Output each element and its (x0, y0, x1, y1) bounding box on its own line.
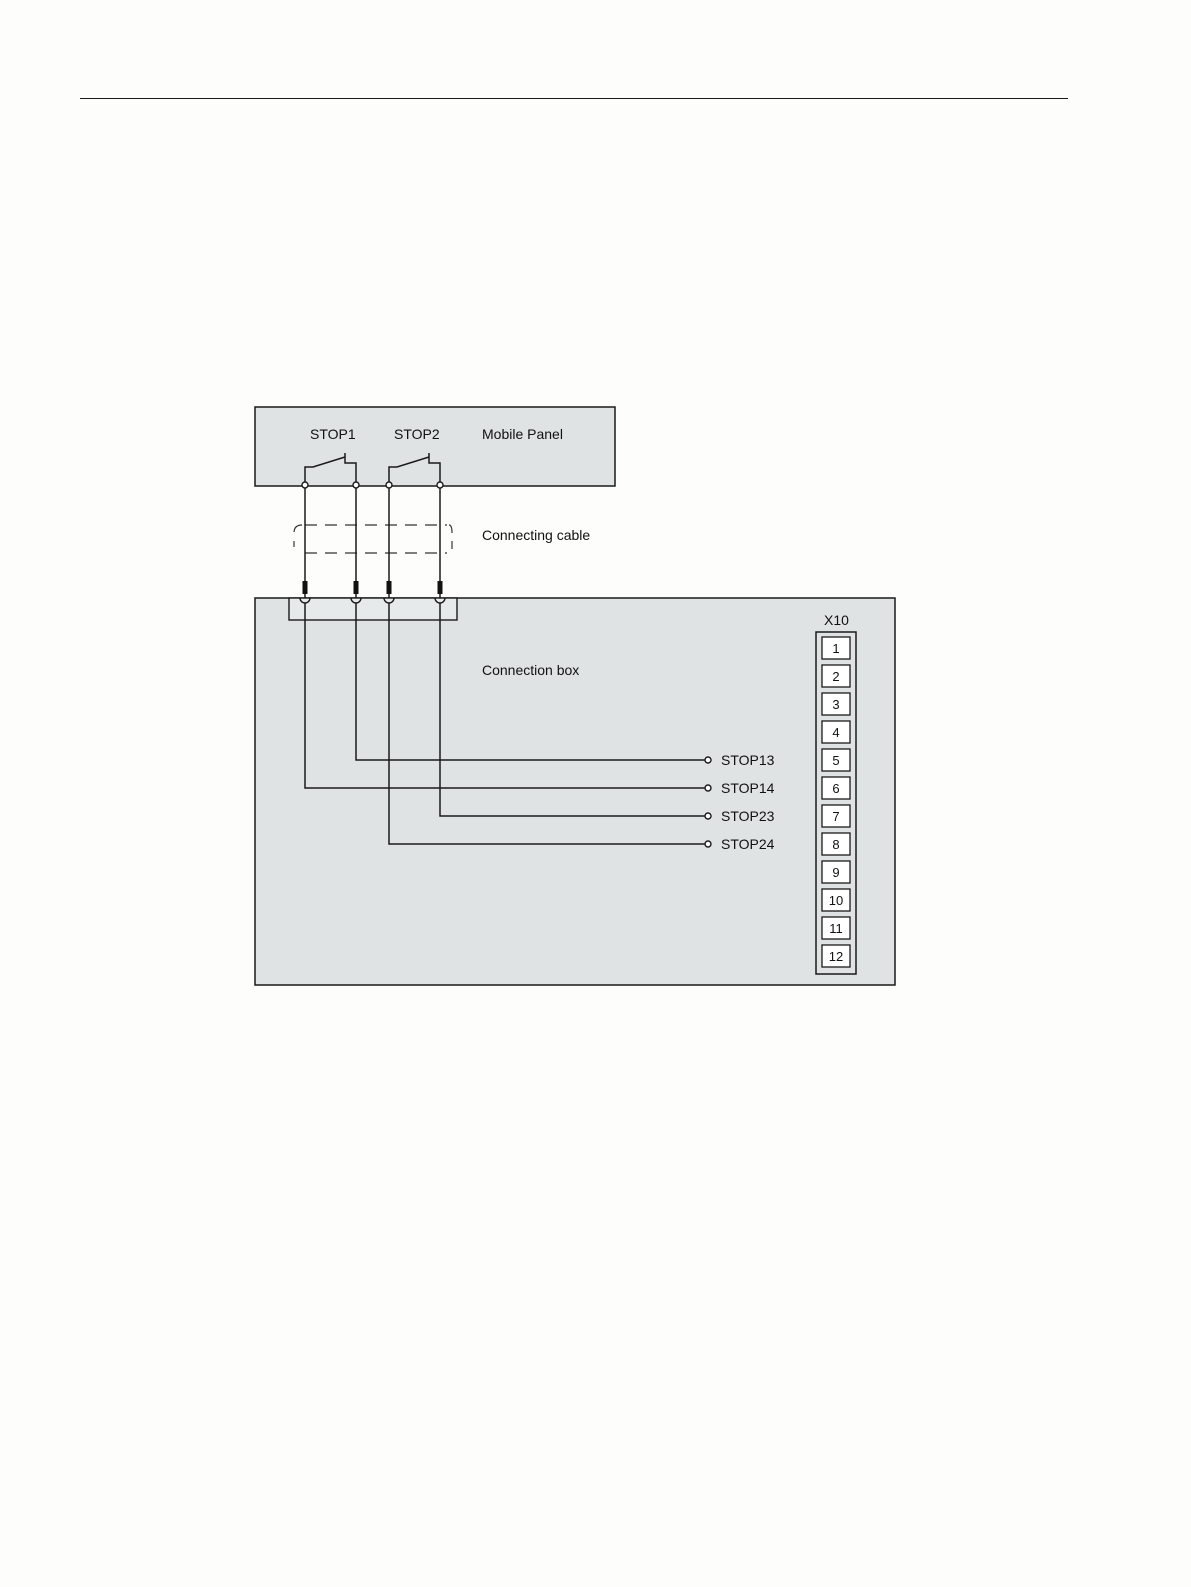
input-terminal-strip (289, 598, 457, 620)
terminal-4-label: 4 (832, 725, 839, 740)
terminal-1-label: 1 (832, 641, 839, 656)
terminal-12-label: 12 (829, 949, 843, 964)
terminal-3-label: 3 (832, 697, 839, 712)
connection-box-body (255, 598, 895, 985)
terminal-block-label: X10 (824, 612, 849, 628)
terminal-5-label: 5 (832, 753, 839, 768)
switch-label-stop2: STOP2 (394, 426, 440, 442)
terminal-11-label: 11 (829, 921, 843, 936)
mobile-panel-label: Mobile Panel (482, 426, 563, 442)
signal-label-stop13: STOP13 (721, 752, 775, 768)
mobile-panel: STOP1 STOP2 Mobile Panel (255, 407, 615, 486)
terminal-10-label: 10 (829, 893, 843, 908)
cable-wires (305, 485, 440, 598)
cable-shield-outline (294, 525, 452, 553)
terminal-9-label: 9 (832, 865, 839, 880)
switch-label-stop1: STOP1 (310, 426, 356, 442)
terminal-8-label: 8 (832, 837, 839, 852)
terminal-7-label: 7 (832, 809, 839, 824)
connecting-cable: Connecting cable (294, 482, 590, 598)
connection-box-label: Connection box (482, 662, 579, 678)
terminal-2-label: 2 (832, 669, 839, 684)
signal-label-stop23: STOP23 (721, 808, 775, 824)
terminal-6-label: 6 (832, 781, 839, 796)
signal-label-stop24: STOP24 (721, 836, 775, 852)
connection-box: Connection box STOP13 STOP14 STOP23 STOP… (255, 598, 895, 985)
mobile-panel-box (255, 407, 615, 486)
signal-label-stop14: STOP14 (721, 780, 775, 796)
wire-ferrules (303, 581, 443, 594)
cable-label: Connecting cable (482, 527, 590, 543)
